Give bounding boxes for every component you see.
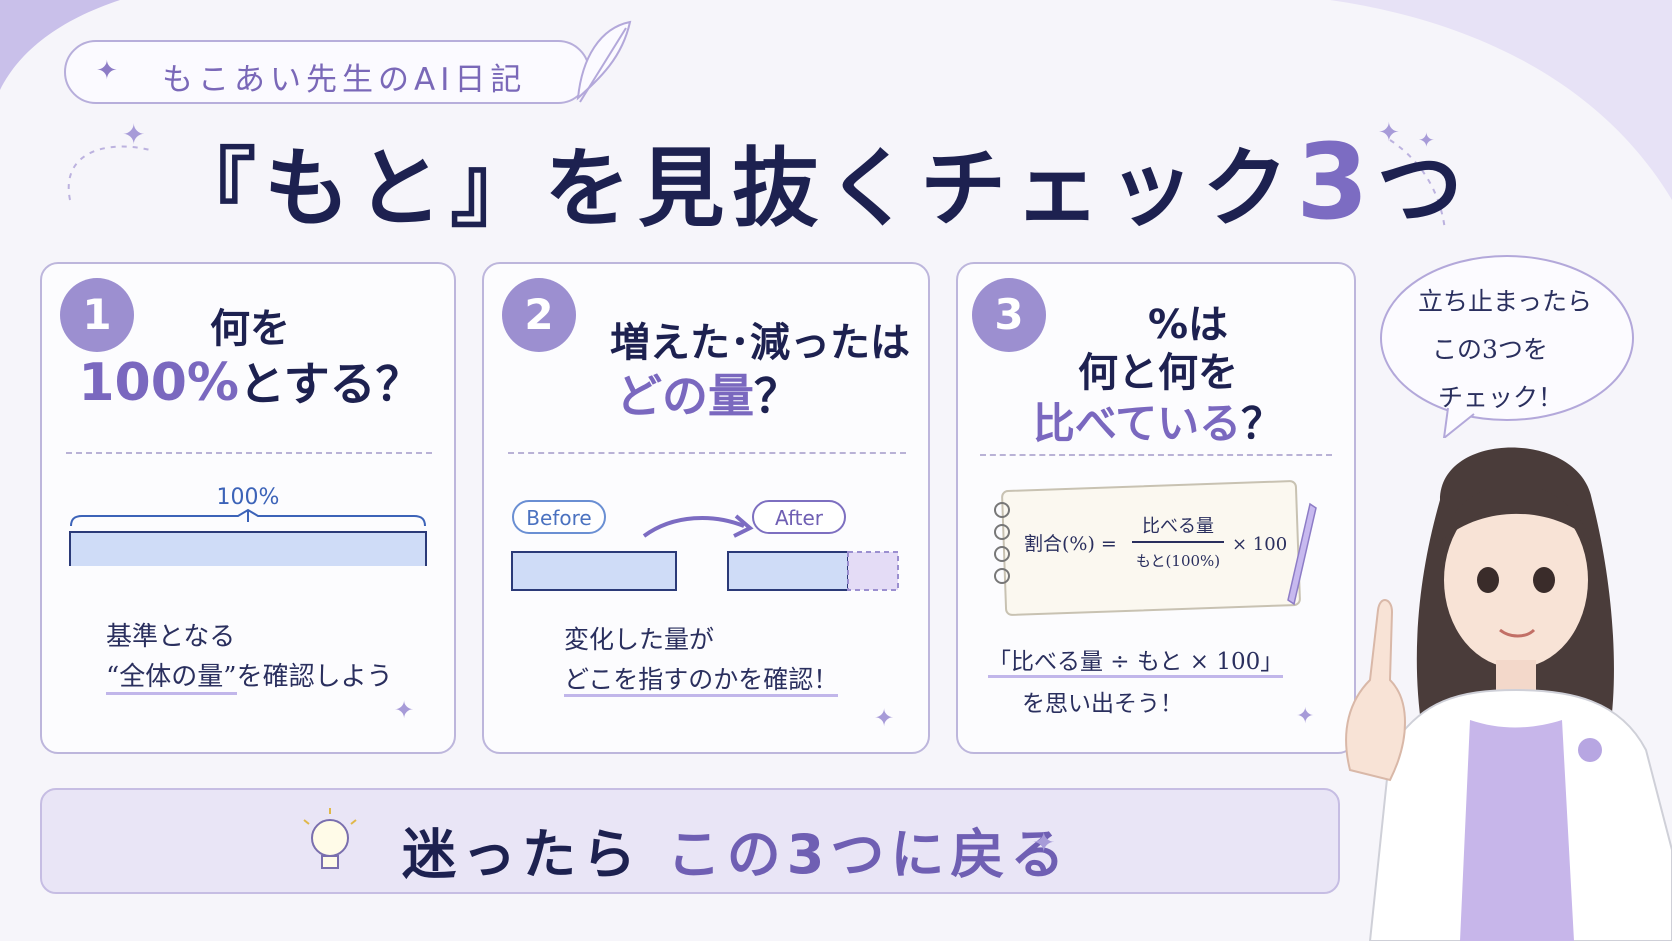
question-highlight: 比べている — [1032, 399, 1242, 448]
sparkle-icon: ✦ — [1378, 118, 1400, 148]
question-highlight: 100% — [78, 353, 240, 413]
bottom-text-part1: 迷ったら — [402, 823, 642, 886]
check-card-3: 3 %は 何と何を 比べている？ 割合(%) = 比べる量 もと(100%) ×… — [956, 262, 1356, 754]
card-question-line1: 増えた･減ったは — [610, 320, 910, 366]
bar-label: 100% — [217, 486, 280, 510]
formula-denominator: もと(100%) — [1136, 552, 1220, 570]
feather-quill-icon — [576, 20, 632, 103]
card-question-line1: %は — [1147, 302, 1229, 348]
sparkle-icon: ✦ — [122, 118, 146, 151]
divider — [508, 452, 906, 454]
divider — [980, 454, 1332, 456]
bottom-message: 迷ったら この3つに戻る — [402, 810, 1070, 889]
lightbulb-icon — [303, 808, 357, 869]
bubble-line1: 立ち止まったら — [1418, 287, 1593, 316]
question-rest: ？ — [754, 369, 800, 423]
badge-label: もこあい先生のAI日記 — [162, 62, 527, 98]
sparkle-icon: ✦ — [1418, 128, 1435, 152]
before-after-diagram — [511, 514, 899, 591]
note-text: 「比べる量 ÷ もと × 100」 — [988, 649, 1284, 678]
note-text: どこを指すのかを確認！ — [564, 665, 839, 697]
card-note-line2: どこを指すのかを確認！ — [564, 660, 839, 697]
after-label: After — [752, 500, 846, 534]
card-question-line2: どの量？ — [484, 360, 932, 426]
before-label: Before — [512, 500, 606, 534]
card-note-line1: 変化した量が — [564, 625, 715, 654]
bubble-line3: チェック！ — [1438, 383, 1564, 412]
bottom-banner: 迷ったら この3つに戻る ✦ — [40, 788, 1340, 894]
check-card-1: 1 何を 100%とする？ 100% 基準となる “全体の量”を確認しよう ✦ — [40, 262, 456, 754]
title-number: 3 — [1296, 121, 1377, 243]
question-rest: とする？ — [239, 357, 422, 411]
note-rest: を確認しよう — [236, 662, 393, 692]
card-question-line1: 何を — [210, 306, 290, 352]
card-question-line3: 比べている？ — [958, 390, 1358, 451]
card-note-line1: 「比べる量 ÷ もと × 100」 — [988, 642, 1284, 678]
formula-right: × 100 — [1232, 534, 1287, 555]
whole-quantity-bar: 100% — [69, 486, 427, 566]
sparkle-icon: ✦ — [1296, 704, 1315, 729]
card-question-line2: 何と何を — [1078, 350, 1238, 396]
card-question-line2: 100%とする？ — [42, 348, 458, 414]
blog-badge: ✦ もこあい先生のAI日記 — [64, 40, 590, 104]
sparkle-icon: ✦ — [1032, 826, 1056, 859]
card-number: 3 — [972, 278, 1046, 352]
sparkle-icon: ✦ — [96, 56, 118, 86]
check-card-2: 2 増えた･減ったは どの量？ Before After 変化した量が どこを指… — [482, 262, 930, 754]
card-note-line2: を思い出そう！ — [1022, 691, 1183, 717]
divider — [66, 452, 432, 454]
formula-numerator: 比べる量 — [1142, 516, 1214, 537]
card-note-line1: 基準となる — [106, 622, 236, 652]
title-main: 『もと』を見抜くチェック — [170, 139, 1297, 239]
card-number: 2 — [502, 278, 576, 352]
teacher-character-illustration — [1345, 447, 1672, 941]
sparkle-icon: ✦ — [394, 696, 415, 724]
bubble-text: 立ち止まったら この3つを チェック！ — [1418, 278, 1592, 422]
speech-bubble — [1380, 255, 1634, 438]
card-note-line2: “全体の量”を確認しよう — [106, 656, 393, 695]
title-suffix: つ — [1376, 139, 1471, 239]
formula-left: 割合(%) = — [1024, 533, 1117, 555]
bottom-text-part2: この3つに戻る — [666, 823, 1071, 886]
sparkle-icon: ✦ — [874, 704, 895, 732]
page-title: 『もと』を見抜くチェック3つ — [170, 118, 1463, 248]
bubble-line2: この3つを — [1432, 335, 1548, 364]
formula-notebook: 割合(%) = 比べる量 もと(100%) × 100 — [994, 480, 1317, 616]
note-quoted: “全体の量” — [106, 662, 237, 695]
question-rest: ？ — [1241, 399, 1284, 448]
question-highlight: どの量 — [616, 369, 754, 423]
card-number: 1 — [60, 278, 134, 352]
